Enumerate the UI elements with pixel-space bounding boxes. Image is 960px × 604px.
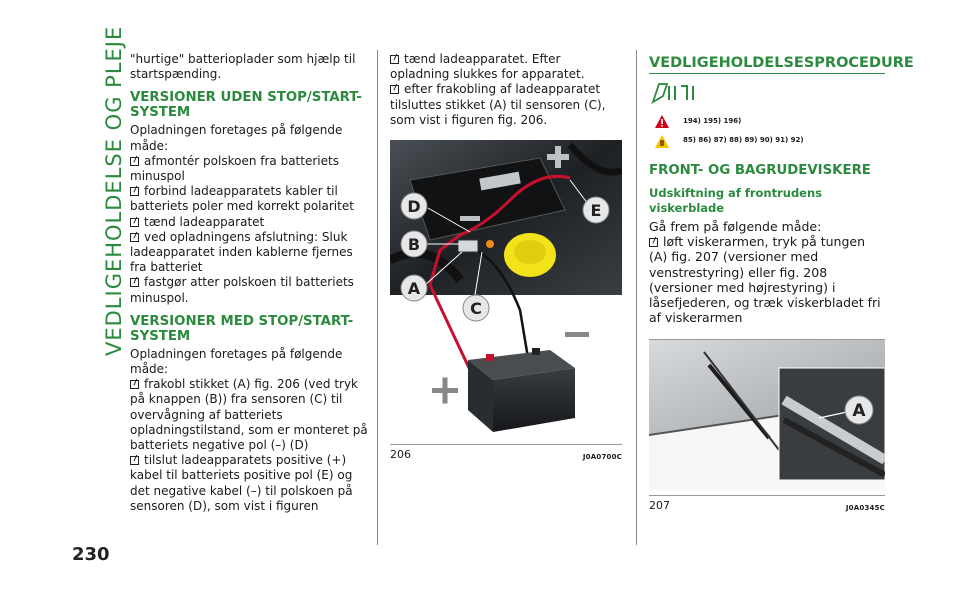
procedure-lead: Gå frem på følgende måde: [649, 219, 822, 235]
list-item: tænd ladeapparatet. Efter opladning sluk… [390, 52, 585, 82]
section-lead: Opladningen foretages på følgende måde: [130, 123, 343, 153]
figure-number: 206 [390, 448, 411, 462]
minus-symbol-icon [460, 216, 480, 222]
callout-a: A [400, 274, 428, 302]
svg-text:A: A [408, 279, 421, 298]
figure-code: J0A0700C [582, 453, 622, 462]
sensor-connector [457, 239, 479, 253]
locking-tab [781, 396, 888, 465]
checkbox-bullet-icon [130, 456, 139, 466]
callout-c: C [462, 294, 490, 322]
wiper-blade [703, 351, 780, 452]
svg-text:A: A [852, 401, 866, 421]
charger-battery-illustration [468, 348, 575, 433]
chapter-side-title: VEDLIGEHOLDELSE OG PLEJE [62, 26, 126, 360]
figure-number: 207 [649, 498, 670, 512]
list-item: ved opladningens afslutning: Sluk ladeap… [130, 229, 353, 275]
checkbox-bullet-icon [130, 278, 139, 288]
section-heading-with-stop-start: VERSIONER MED STOP/START-SYSTEM [130, 313, 354, 344]
intro-text: "hurtige" batterioplader som hjælp til s… [130, 52, 356, 82]
charger-plus-icon [432, 377, 458, 404]
callout-d: D [400, 192, 428, 220]
manual-book-icon [651, 83, 694, 105]
caution-hand-icon [655, 134, 669, 148]
callout-a: A [844, 395, 874, 425]
checkbox-bullet-icon [130, 217, 139, 227]
checkbox-bullet-icon [130, 156, 139, 166]
figure-caption-207: 207 J0A0345C [649, 498, 885, 516]
charger-minus-icon [565, 332, 589, 338]
svg-text:B: B [408, 235, 420, 254]
svg-text:E: E [591, 201, 602, 220]
checkbox-bullet-icon [649, 238, 658, 248]
column-divider-1 [377, 50, 378, 545]
list-item: forbind ladeapparatets kabler til batter… [130, 184, 354, 214]
callout-b: B [400, 230, 428, 258]
list-item: tilslut ladeapparatets positive (+) kabe… [130, 453, 353, 513]
list-item: løft viskerarmen, tryk på tungen (A) fig… [649, 234, 881, 326]
checkbox-bullet-icon [130, 187, 139, 197]
figure-207: A [648, 339, 888, 496]
wiper-arm [707, 364, 771, 440]
caution-references: 85) 86) 87) 88) 89) 90) 91) 92) [655, 133, 885, 148]
list-item: afmontér polskoen fra batteriets minuspo… [130, 153, 339, 184]
column-2: tænd ladeapparatet. Efter opladning sluk… [387, 52, 624, 465]
warning-triangle-icon [655, 115, 669, 129]
list-item: tænd ladeapparatet [130, 215, 368, 230]
checkbox-bullet-icon [390, 85, 399, 95]
section-heading-without-stop-start: VERSIONER UDEN STOP/START-SYSTEM [130, 90, 362, 121]
chapter-title-text: VEDLIGEHOLDELSE OG PLEJE [102, 25, 126, 356]
checkbox-bullet-icon [130, 380, 139, 390]
positive-cable [428, 174, 571, 371]
section-lead: Opladningen foretages på følgende måde: [130, 346, 343, 377]
figure-code: J0A0345C [845, 503, 885, 512]
list-item: efter frakobling af ladeapparatet tilslu… [390, 82, 606, 127]
wipers-section-heading: FRONT- OG BAGRUDEVISKERE [649, 162, 871, 178]
maintenance-procedure-heading: VEDLIGEHOLDELSESPROCEDURE [649, 56, 914, 74]
plus-symbol-icon [547, 146, 569, 169]
warning-references: 194) 195) 196) [655, 114, 885, 129]
callout-e: E [582, 196, 610, 224]
column-1: "hurtige" batterioplader som hjælp til s… [130, 52, 368, 514]
wiper-blade-subheading: Udskiftning af frontrudens viskerblade [649, 185, 823, 215]
column-divider-2 [636, 50, 637, 545]
list-item: fastgør atter polskoen til batteriets mi… [130, 275, 354, 305]
figure-caption-206: 206 J0A0700C [390, 447, 622, 465]
battery-charging-illustration: D E B A C [387, 140, 624, 433]
column-3: VEDLIGEHOLDELSESPROCEDURE 194) 195) 196)… [648, 52, 914, 516]
svg-text:C: C [470, 299, 482, 318]
figure-206: D E B A C [387, 140, 624, 446]
manual-icon-wrap [651, 82, 885, 108]
checkbox-bullet-icon [390, 55, 399, 64]
checkbox-bullet-icon [130, 232, 139, 242]
list-item: frakobl stikket (A) fig. 206 (ved tryk p… [130, 377, 368, 453]
wiper-blade-illustration: A [648, 340, 888, 491]
page-number: 230 [72, 544, 110, 565]
svg-text:D: D [407, 197, 420, 216]
